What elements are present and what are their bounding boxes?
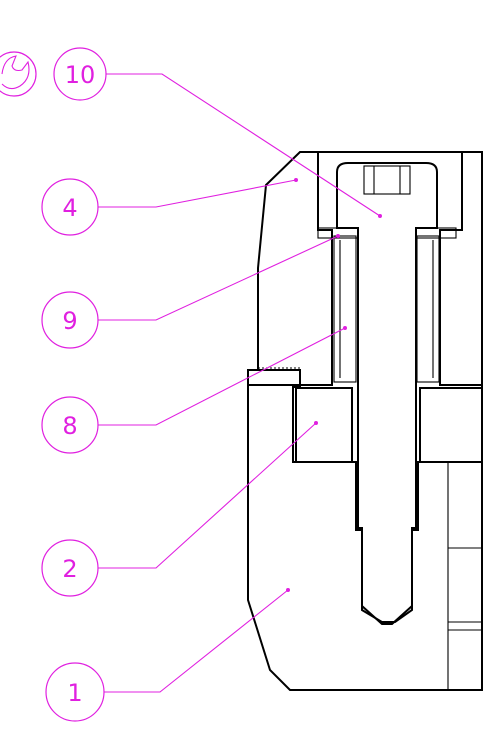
part-4-upper-body (247, 151, 483, 386)
callout-group: 10 4 9 8 2 1 (41, 47, 382, 722)
part-10-screw (336, 162, 438, 625)
callout-label-4: 4 (62, 194, 77, 222)
callout-label-9: 9 (62, 307, 77, 335)
leader-line-8 (98, 327, 346, 426)
leader-line-9 (98, 235, 339, 321)
callout-4: 4 (41, 178, 298, 236)
callout-circle-2 (41, 539, 99, 597)
part-2-ring-insert (295, 387, 483, 463)
leader-line-10 (106, 73, 381, 217)
callout-circle-8 (41, 396, 99, 454)
leader-dot-8 (343, 326, 347, 330)
housing-outline (258, 151, 483, 690)
part-8-sleeve (333, 235, 440, 383)
callout-2: 2 (41, 421, 318, 597)
leader-dot-2 (314, 421, 318, 425)
callout-label-2: 2 (62, 555, 77, 583)
callout-circle-10 (53, 47, 107, 101)
callout-9: 9 (41, 234, 340, 349)
leader-dot-4 (294, 178, 298, 182)
leader-line-2 (98, 422, 317, 569)
leader-line-4 (98, 179, 297, 208)
callout-circle-4 (41, 178, 99, 236)
callout-8: 8 (41, 326, 347, 454)
callout-circle-1 (45, 662, 105, 722)
leader-dot-1 (286, 588, 290, 592)
callout-label-10: 10 (65, 61, 96, 89)
leader-dot-10 (378, 214, 382, 218)
callout-circle-9 (41, 291, 99, 349)
wrench-symbol-icon (0, 51, 37, 97)
part-1-body (247, 369, 483, 691)
callout-1: 1 (45, 588, 290, 722)
leader-line-1 (104, 589, 289, 693)
leader-dot-9 (336, 234, 340, 238)
callout-label-1: 1 (67, 679, 82, 707)
callout-10: 10 (53, 47, 382, 218)
callout-label-8: 8 (62, 412, 77, 440)
